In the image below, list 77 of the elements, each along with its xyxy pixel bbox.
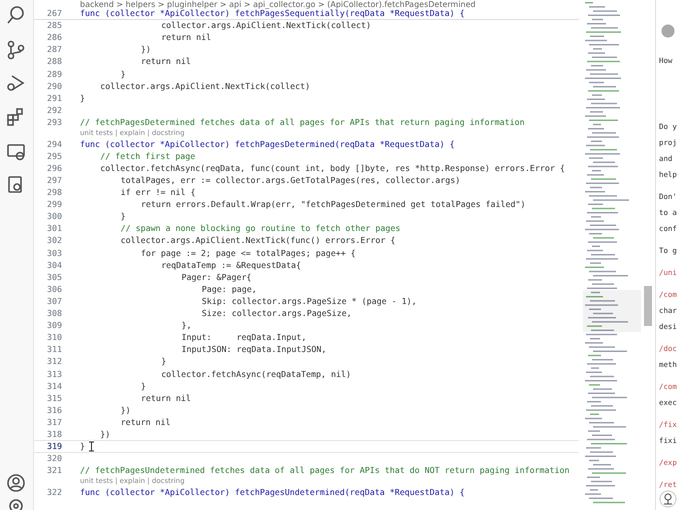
line-number: 315	[46, 392, 62, 404]
code-line: Page: page,	[202, 282, 257, 295]
code-line: collector.fetchAsync(reqDataTemp, nil)	[161, 368, 352, 380]
code-line: Pager: &Pager{	[182, 270, 252, 283]
line-number: 306	[46, 282, 62, 295]
code-line: }	[140, 380, 146, 392]
line-number: 299	[46, 198, 62, 210]
line-number: 291	[46, 92, 62, 104]
line-number: 303	[46, 246, 62, 259]
line-number: 298	[46, 186, 62, 198]
code-line: })	[120, 404, 131, 416]
code-line: }	[161, 355, 166, 368]
line-number: 319	[46, 440, 62, 452]
line-number: 290	[46, 80, 62, 92]
code-line: })	[140, 43, 151, 56]
code-line: func (collector *ApiCollector) fetchPagesUndetermined(reqData *RequestData) {	[80, 486, 465, 498]
code-line: return nil	[120, 416, 171, 428]
code-comment: // fetchPagesDetermined fetches data of all pages for APIs that return paging information	[80, 116, 525, 128]
line-number: 287	[46, 43, 62, 56]
code-line: })	[100, 428, 110, 440]
code-line: Skip: collector.args.PageSize * (page - 1),	[202, 294, 417, 307]
code-line: func (collector *ApiCollector) fetchPagesDetermined(reqData *RequestData) {	[80, 138, 455, 150]
line-number: 318	[46, 428, 62, 440]
line-number: 316	[46, 404, 62, 416]
line-number: 320	[46, 452, 62, 464]
code-comment: // fetchPagesUndetermined fetches data of all pages for APIs that do NOT return paging information	[80, 464, 570, 476]
code-line: return nil	[140, 392, 191, 404]
code-line: for page := 2; page <= totalPages; page++ {	[140, 246, 356, 259]
code-line: }	[80, 440, 85, 452]
line-number: 310	[46, 331, 62, 344]
line-number: 321	[46, 464, 62, 476]
line-number: 294	[46, 138, 62, 150]
line-number: 301	[46, 222, 62, 234]
line-number: 307	[46, 294, 62, 307]
code-line: },	[182, 319, 192, 332]
line-number: 300	[46, 210, 62, 222]
code-line: }	[120, 68, 126, 80]
code-line: func (collector *ApiCollector) fetchPagesSequentially(reqData *RequestData) {	[80, 8, 465, 20]
code-line: collector.args.ApiClient.NextTick(func() errors.Error {	[120, 234, 396, 246]
line-number: 312	[46, 355, 62, 368]
line-number: 288	[46, 55, 62, 68]
code-line: }	[120, 210, 126, 222]
line-number: 293	[46, 116, 62, 128]
code-line: collector.args.ApiClient.NextTick(collect)	[161, 19, 371, 32]
line-number: 286	[46, 31, 62, 44]
line-number: 317	[46, 416, 62, 428]
code-line: }	[80, 92, 85, 104]
line-number: 285	[46, 19, 62, 32]
line-number: 322	[46, 486, 62, 498]
line-number: 292	[46, 104, 62, 116]
breadcrumb-path: backend > helpers > pluginhelper > api > api_collector.go > (ApiCollector).fetchPagesDetermined	[80, 0, 476, 9]
line-number: 289	[46, 68, 62, 80]
code-line: collector.fetchAsync(reqData, func(count int, body []byte, res *http.Response) errors.Error {	[100, 162, 565, 174]
line-number: 302	[46, 234, 62, 246]
line-number: 305	[46, 270, 62, 283]
line-number: 309	[46, 319, 62, 332]
code-line: return nil	[140, 55, 191, 68]
line-number: 267	[46, 7, 62, 20]
code-line: InputJSON: reqData.InputJSON,	[182, 343, 326, 356]
code-line: reqDataTemp := &RequestData{	[161, 258, 302, 271]
line-number: 311	[46, 343, 62, 356]
code-line: return errors.Default.Wrap(err, "fetchPagesDetermined get totalPages failed")	[140, 198, 526, 210]
code-line: Input: reqData.Input,	[182, 331, 306, 344]
line-number: 297	[46, 174, 62, 186]
code-comment: // spawn a none blocking go routine to fetch other pages	[120, 222, 400, 234]
line-number: 304	[46, 258, 62, 271]
line-number: 295	[46, 150, 62, 162]
code-line: totalPages, err := collector.args.GetTotalPages(res, collector.args)	[120, 174, 460, 186]
code-line: if err != nil {	[120, 186, 196, 198]
line-number: 314	[46, 380, 62, 392]
line-number: 308	[46, 307, 62, 320]
line-number: 313	[46, 368, 62, 380]
line-number: 296	[46, 162, 62, 174]
code-line: collector.args.ApiClient.NextTick(collect)	[100, 80, 310, 92]
code-line: return nil	[161, 31, 212, 44]
code-line: Size: collector.args.PageSize,	[202, 307, 352, 320]
code-comment: // fetch first page	[100, 150, 196, 162]
